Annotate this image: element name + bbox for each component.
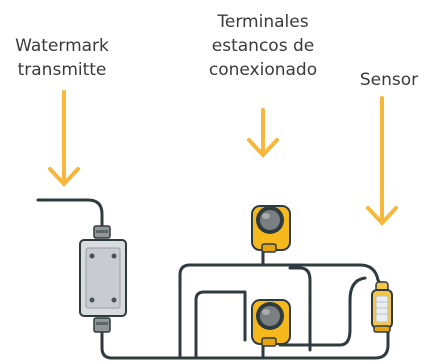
label-terminales: Terminales estancos de conexionado: [188, 10, 338, 82]
label-watermark-line-1: Watermark: [15, 36, 109, 56]
label-terminales-line-3: conexionado: [208, 60, 318, 80]
waterproof-terminal-connector-icon-top: [251, 205, 291, 253]
arrow-sensor: [366, 96, 398, 226]
waterproof-terminal-connector-icon-bottom: [251, 299, 291, 347]
cables: [36, 198, 390, 360]
label-sensor: Sensor: [359, 70, 419, 90]
arrow-terminales: [247, 108, 279, 158]
label-terminales-line-2: estancos de: [211, 36, 315, 56]
label-watermark-line-2: transmitte: [17, 60, 107, 80]
label-terminales-line-1: Terminales: [217, 12, 309, 32]
watermark-transmitter-box-icon: [79, 225, 127, 333]
label-watermark-transmitter: Watermark transmitte: [2, 34, 122, 82]
arrow-watermark: [48, 90, 80, 187]
soil-moisture-sensor-icon: [371, 281, 393, 333]
